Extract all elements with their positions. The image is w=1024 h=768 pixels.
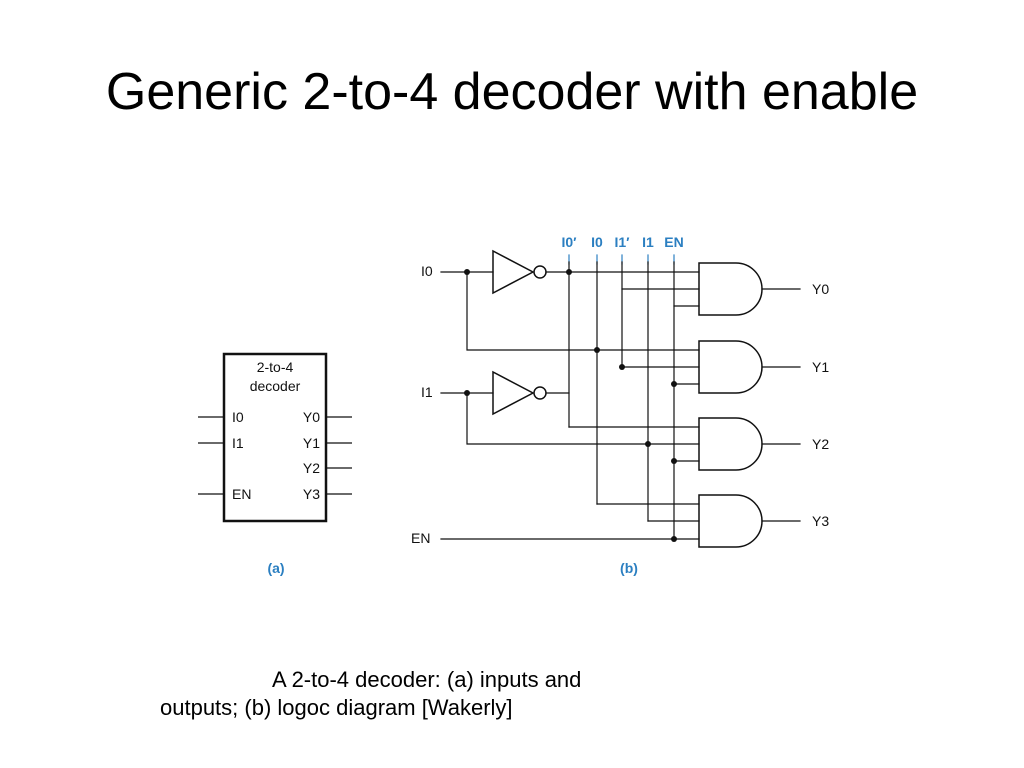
and-gate-y2 xyxy=(698,417,763,471)
slide-title: Generic 2-to-4 decoder with enable xyxy=(105,63,919,121)
block-output-y3: Y3 xyxy=(303,486,320,502)
block-name-line1: 2-to-4 xyxy=(257,359,294,375)
junction-dots xyxy=(464,269,677,542)
part-a-label: (a) xyxy=(267,560,284,576)
logic-output-y1: Y1 xyxy=(812,359,829,375)
block-output-y1: Y1 xyxy=(303,435,320,451)
and-gate-y3 xyxy=(698,494,763,548)
and-gate-y1 xyxy=(698,340,763,394)
block-output-y0: Y0 xyxy=(303,409,320,425)
block-input-i1: I1 xyxy=(232,435,244,451)
logic-output-y3: Y3 xyxy=(812,513,829,529)
inverter-i1 xyxy=(492,370,547,416)
logic-input-i1: I1 xyxy=(421,384,433,400)
logic-output-y0: Y0 xyxy=(812,281,829,297)
logic-output-y2: Y2 xyxy=(812,436,829,452)
caption-line-2: outputs; (b) logoc diagram [Wakerly] xyxy=(160,695,513,720)
block-input-i0: I0 xyxy=(232,409,244,425)
block-name-line2: decoder xyxy=(250,378,301,394)
caption-line-1: A 2-to-4 decoder: (a) inputs and xyxy=(272,667,582,692)
decoder-logic-diagram: I0′ I0 I1′ I1 EN I0 I1 EN xyxy=(411,234,829,576)
bus-label-en: EN xyxy=(664,234,683,250)
logic-input-en: EN xyxy=(411,530,430,546)
decoder-block-diagram: 2-to-4 decoder I0 I1 EN Y0 Y1 Y2 Y3 (a) xyxy=(198,352,352,576)
bus-label-i0: I0 xyxy=(591,234,603,250)
block-input-en: EN xyxy=(232,486,251,502)
logic-input-i0: I0 xyxy=(421,263,433,279)
inverter-i0 xyxy=(492,249,547,295)
part-b-label: (b) xyxy=(620,560,638,576)
figure-caption: A 2-to-4 decoder: (a) inputs and outputs… xyxy=(160,666,650,722)
and-gate-y0 xyxy=(698,262,763,316)
bus-label-i1: I1 xyxy=(642,234,654,250)
bus-label-i0-bar: I0′ xyxy=(561,234,577,250)
bus-label-i1-bar: I1′ xyxy=(614,234,630,250)
decoder-box xyxy=(222,352,328,523)
block-output-y2: Y2 xyxy=(303,460,320,476)
